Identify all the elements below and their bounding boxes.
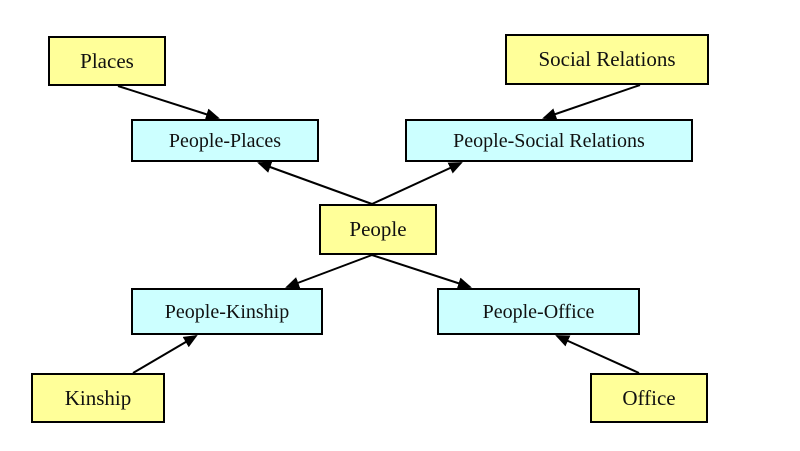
edge-places-to-people-places bbox=[117, 85, 220, 121]
edge-people-to-people-kinship bbox=[285, 254, 373, 289]
people-office-node: People-Office bbox=[437, 288, 640, 335]
kinship-node: Kinship bbox=[31, 373, 165, 423]
places-label: Places bbox=[80, 48, 134, 73]
office-node: Office bbox=[590, 373, 708, 423]
edge-people-to-people-places bbox=[257, 161, 373, 205]
people-label: People bbox=[349, 217, 407, 241]
social-relations-label: Social Relations bbox=[538, 47, 676, 71]
people-kinship-label: People-Kinship bbox=[164, 300, 290, 323]
people-office-label: People-Office bbox=[482, 300, 595, 323]
people-social-relations-label: People-Social Relations bbox=[453, 129, 645, 152]
social-relations-node: Social Relations bbox=[505, 34, 709, 85]
edge-people-to-people-office bbox=[371, 254, 472, 289]
people-node: People bbox=[319, 204, 437, 255]
edge-people-to-people-social-relations bbox=[371, 162, 463, 205]
places-node: Places bbox=[48, 36, 166, 86]
people-places-node: People-Places bbox=[131, 119, 319, 162]
edge-kinship-to-people-kinship bbox=[132, 334, 198, 374]
people-places-label: People-Places bbox=[168, 129, 282, 152]
kinship-label: Kinship bbox=[64, 385, 132, 410]
edge-social-relations-to-people-social-relations bbox=[542, 84, 641, 120]
people-social-relations-node: People-Social Relations bbox=[405, 119, 693, 162]
office-label: Office bbox=[622, 385, 676, 410]
edge-office-to-people-office bbox=[555, 335, 640, 374]
people-kinship-node: People-Kinship bbox=[131, 288, 323, 335]
